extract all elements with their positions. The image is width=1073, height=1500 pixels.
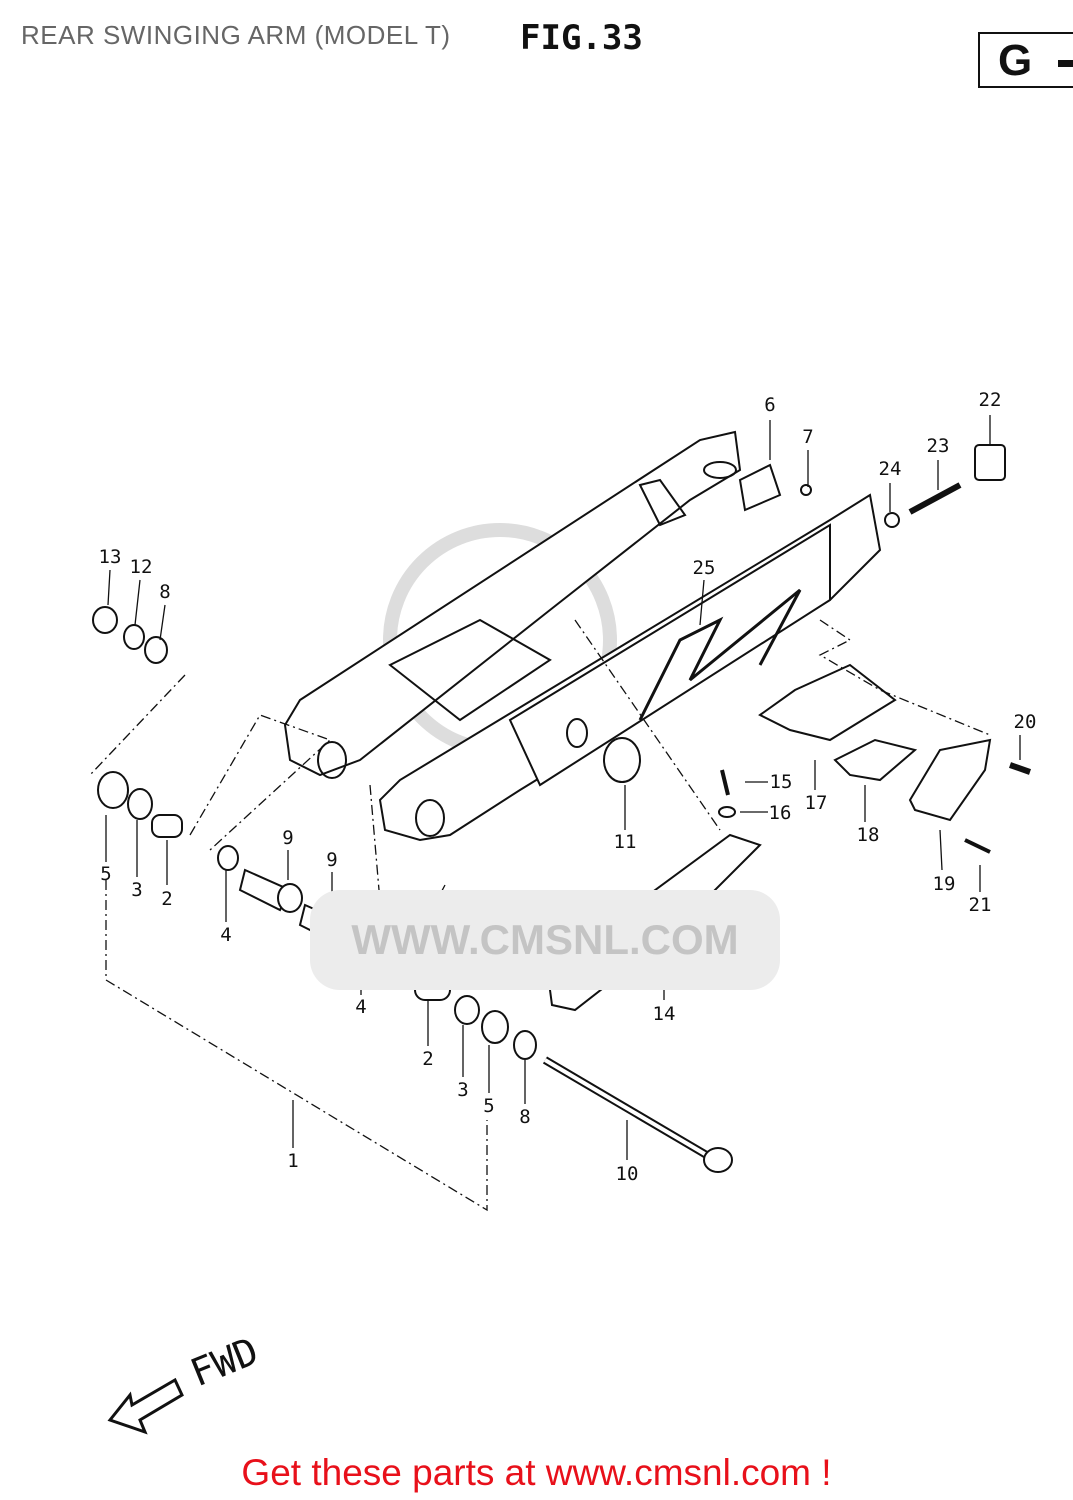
callout-9: 9 xyxy=(326,849,338,871)
section-code: G xyxy=(998,36,1033,85)
page-title: REAR SWINGING ARM (MODEL T) xyxy=(21,20,451,50)
callout-23: 23 xyxy=(926,435,950,457)
callout-3: 3 xyxy=(457,1079,469,1101)
callout-13: 13 xyxy=(98,546,122,568)
callout-6: 6 xyxy=(764,394,776,416)
callout-16: 16 xyxy=(768,802,792,824)
callout-9: 9 xyxy=(282,827,294,849)
section-code-box: G xyxy=(978,32,1073,88)
callout-1: 1 xyxy=(287,1150,299,1172)
watermark-text: WWW.CMSNL.COM xyxy=(351,916,739,963)
callout-3: 3 xyxy=(131,879,143,901)
callout-22: 22 xyxy=(978,389,1002,411)
callout-4: 4 xyxy=(355,996,367,1018)
callout-2: 2 xyxy=(161,888,173,910)
footer-link[interactable]: Get these parts at www.cmsnl.com ! xyxy=(241,1452,832,1493)
watermark: WWW.CMSNL.COM xyxy=(310,890,780,990)
callout-21: 21 xyxy=(968,894,992,916)
callout-19: 19 xyxy=(932,873,956,895)
swingarm-left-beam xyxy=(283,430,742,777)
callout-7: 7 xyxy=(802,426,814,448)
callout-11: 11 xyxy=(613,831,637,853)
figure-number: FIG.33 xyxy=(520,18,643,58)
callout-5: 5 xyxy=(483,1095,495,1117)
callout-12: 12 xyxy=(129,556,153,578)
callout-15: 15 xyxy=(769,771,793,793)
callout-5: 5 xyxy=(100,863,112,885)
small-parts xyxy=(92,444,1031,1060)
callout-2: 2 xyxy=(422,1048,434,1070)
callout-25: 25 xyxy=(692,557,716,579)
callout-10: 10 xyxy=(615,1163,639,1185)
callout-8: 8 xyxy=(159,581,171,603)
callout-20: 20 xyxy=(1013,711,1037,733)
fwd-arrow-icon xyxy=(107,1377,184,1435)
callout-18: 18 xyxy=(856,824,880,846)
callout-14: 14 xyxy=(652,1003,676,1025)
callout-17: 17 xyxy=(804,792,828,814)
callout-24: 24 xyxy=(878,458,902,480)
callout-8: 8 xyxy=(519,1106,531,1128)
callout-4: 4 xyxy=(220,924,232,946)
